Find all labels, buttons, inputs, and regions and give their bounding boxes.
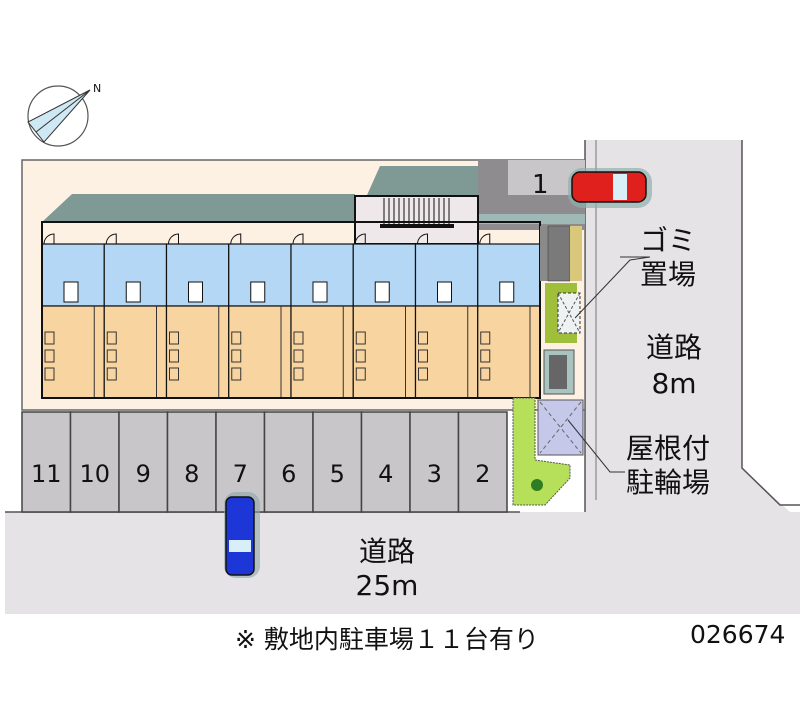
footer-note: ※ 敷地内駐車場１１台有り — [235, 625, 539, 654]
parking-space — [21, 411, 72, 513]
parking-space — [360, 411, 411, 513]
apartment-unit — [103, 233, 168, 399]
apartment-unit — [290, 233, 354, 399]
property-code: 026674 — [690, 620, 786, 649]
staircase — [380, 198, 454, 228]
parking-space-number: 4 — [378, 460, 393, 488]
parking-space-number: 7 — [233, 460, 248, 488]
bike-parking-label: 屋根付 駐輪場 — [626, 432, 711, 499]
parking-space-number: 11 — [31, 460, 62, 488]
parking-space — [69, 411, 120, 513]
north-label: N — [93, 82, 101, 95]
parking-space-1-label: 1 — [532, 170, 549, 200]
garden — [512, 397, 571, 506]
parking-space-number: 8 — [184, 460, 199, 488]
parking-space — [263, 411, 314, 513]
building-roof — [42, 194, 355, 222]
parking-space-number: 10 — [79, 460, 110, 488]
parking-space-number: 5 — [330, 460, 345, 488]
apartment-unit — [228, 233, 292, 399]
apartment-unit — [414, 233, 479, 399]
apartment-unit — [352, 233, 417, 399]
garbage-label: ゴミ 置場 — [640, 224, 697, 291]
parking-space-number: 6 — [281, 460, 296, 488]
front-road-label: 道路 25m — [355, 535, 419, 602]
apartment-unit — [165, 233, 230, 399]
parking-space — [457, 411, 508, 513]
tree-icon — [531, 479, 543, 491]
side-road-label: 道路 8m — [645, 331, 702, 400]
parking-space — [166, 411, 217, 513]
apartment-unit — [477, 233, 541, 399]
front-road — [5, 512, 800, 614]
parking-space — [312, 411, 363, 513]
apartment-unit — [41, 233, 105, 399]
compass-icon — [27, 85, 91, 147]
stair-hall — [354, 195, 479, 245]
parking-space-number: 2 — [475, 460, 490, 488]
parking-space — [118, 411, 169, 513]
parking-space-number: 9 — [136, 460, 151, 488]
parking-space-number: 3 — [427, 460, 442, 488]
side-road — [585, 140, 790, 512]
